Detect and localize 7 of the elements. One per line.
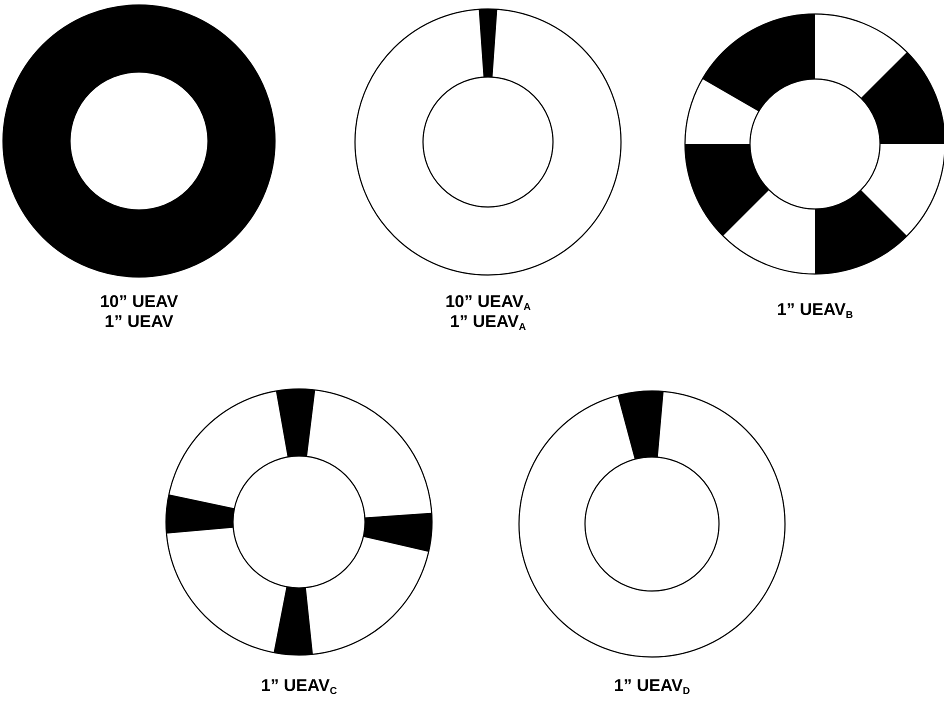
ring-label: 10” UEAV$_{A}$ [445,292,531,315]
ring-label: 1” UEAV$_{A}$ [450,312,526,335]
ring-label: 10” UEAV [100,292,178,312]
ring-label: 1” UEAV$_{C}$ [261,676,337,699]
ring-label: 1” UEAV$_{B}$ [777,300,853,323]
ring-label: 1” UEAV$_{D}$ [614,676,690,699]
ring-label: 1” UEAV [104,312,174,332]
